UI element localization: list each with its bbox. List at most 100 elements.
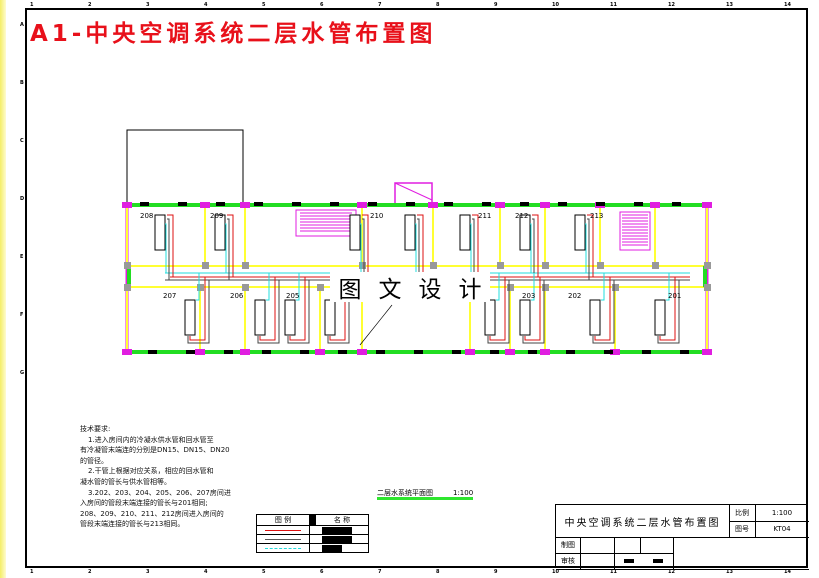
annex-outline: [126, 129, 244, 206]
column: [122, 349, 132, 355]
condensate-branch: [415, 223, 417, 273]
column-marker: 10: [552, 569, 559, 575]
supply-branch: [489, 277, 506, 341]
column-marker: 4: [204, 2, 208, 8]
scale-value: 1:100: [755, 505, 809, 522]
checked-label: 审核: [556, 553, 581, 570]
return-branch: [487, 280, 510, 344]
column-marker: 9: [494, 2, 498, 8]
supply-branch: [472, 214, 479, 277]
supply-branch: [594, 277, 611, 341]
return-branch: [167, 218, 170, 280]
scale-label: 比例: [729, 505, 756, 522]
notes-line: 2.干管上根据对应关系，相应的回水管和: [88, 467, 214, 476]
drawing-frame: [25, 8, 808, 568]
column: [200, 202, 210, 208]
fan-coil-unit: [459, 214, 471, 251]
column-marker: 4: [204, 569, 208, 575]
title-block: 中央空调系统二层水管布置图 比例 1:100 图号 KT04 制图 审核: [555, 504, 809, 570]
column: [542, 284, 549, 291]
watermark: 图 文 设 计: [330, 272, 490, 303]
condensate-branch: [585, 223, 587, 273]
return-branch: [657, 280, 680, 344]
condensate-branch: [266, 273, 270, 301]
fan-coil-unit: [349, 214, 361, 251]
column: [540, 202, 550, 208]
column: [197, 284, 204, 291]
window: [528, 350, 537, 354]
room-label: 212: [515, 212, 528, 220]
column-marker: 9: [494, 569, 498, 575]
fan-coil-unit: [654, 299, 666, 336]
sheet-edge: [0, 0, 6, 578]
window: [262, 350, 271, 354]
column-marker: 1: [30, 569, 34, 575]
return-branch: [362, 218, 365, 280]
column: [357, 349, 367, 355]
window: [566, 350, 575, 354]
notes-line: 208、209、210、211、212房间进入房间的: [80, 509, 224, 518]
window: [148, 350, 157, 354]
column: [465, 349, 475, 355]
return-branch: [587, 218, 590, 280]
column: [650, 202, 660, 208]
column-marker: 7: [378, 2, 382, 8]
room-label: 210: [370, 212, 383, 220]
column: [704, 284, 711, 291]
supply-branch: [329, 277, 346, 341]
notes-line: 管段末端连接的管长与213相同。: [80, 520, 185, 529]
fan-coil-unit: [214, 214, 226, 251]
column-marker: 12: [668, 2, 675, 8]
caption-scale: 1:100: [453, 489, 474, 497]
column-marker: 14: [784, 569, 791, 575]
column: [540, 349, 550, 355]
window: [406, 202, 415, 206]
leader-line: [359, 304, 393, 346]
fan-coil-unit: [254, 299, 266, 336]
window: [292, 202, 301, 206]
column: [597, 262, 604, 269]
room-label: 202: [568, 292, 581, 300]
fan-coil-unit: [284, 299, 296, 336]
return-branch: [327, 280, 350, 344]
row-marker: D: [20, 196, 25, 202]
column: [315, 349, 325, 355]
drawn-label: 制图: [556, 537, 581, 554]
fan-coil-unit: [589, 299, 601, 336]
window: [672, 202, 681, 206]
legend-header-symbol: 图 例: [256, 514, 310, 526]
column: [240, 349, 250, 355]
supply-branch: [659, 277, 676, 341]
column-marker: 8: [436, 2, 440, 8]
column: [704, 262, 711, 269]
column: [124, 262, 131, 269]
number-label: 图号: [729, 521, 756, 538]
column-marker: 5: [262, 2, 266, 8]
supply-branch: [289, 277, 306, 341]
notes-line: 有冷凝管末端连的分别是DN15、DN15、DN20: [80, 446, 230, 455]
notes-line: 入房间的管段末端连接的管长与201相同;: [80, 499, 208, 508]
legend-supply-name: [309, 525, 369, 535]
column: [702, 202, 712, 208]
window: [178, 202, 187, 206]
fan-coil-unit: [324, 299, 336, 336]
supply-branch: [417, 214, 424, 277]
column-marker: 6: [320, 2, 324, 8]
watermark-char: 文: [378, 277, 402, 303]
fan-coil-unit: [519, 299, 531, 336]
window: [414, 350, 423, 354]
column-marker: 13: [726, 2, 733, 8]
return-branch: [187, 280, 210, 344]
room-label: 205: [286, 292, 299, 300]
column: [242, 262, 249, 269]
window: [642, 350, 651, 354]
column: [612, 284, 619, 291]
column-marker: 1: [30, 2, 34, 8]
return-branch: [532, 218, 535, 280]
fan-coil-unit: [484, 299, 496, 336]
column: [430, 262, 437, 269]
supply-branch: [227, 214, 234, 277]
window: [520, 202, 529, 206]
room-label: 206: [230, 292, 244, 300]
condensate-branch: [470, 223, 472, 273]
